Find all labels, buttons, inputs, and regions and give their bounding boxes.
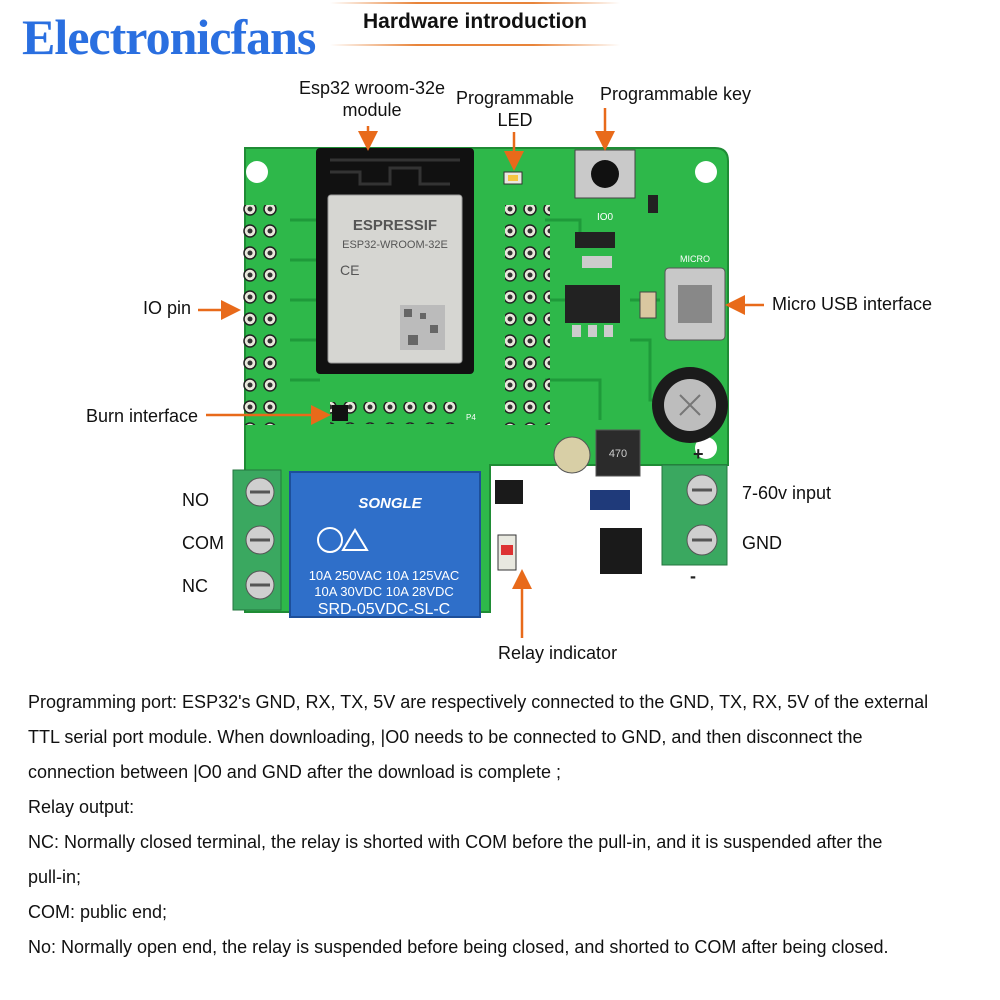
svg-text:470: 470: [609, 448, 627, 460]
svg-text:10A 30VDC 10A 28VDC: 10A 30VDC 10A 28VDC: [314, 584, 453, 599]
mount-hole: [695, 161, 717, 183]
relay-terminal-block: [232, 469, 282, 611]
board-diagram: P4 ESPRESSIF ESP32-WROOM-32E CE IO0 MICR…: [198, 108, 764, 638]
desc-line: NC: Normally closed terminal, the relay …: [28, 832, 883, 852]
svg-text:+: +: [693, 444, 704, 464]
io-pin-header-left: [238, 205, 283, 425]
micro-usb-port: MICRO: [664, 254, 726, 341]
label-burn-interface: Burn interface: [86, 406, 199, 426]
smd-capacitor: [575, 232, 615, 248]
voltage-regulator: [565, 285, 620, 337]
label-com: COM: [182, 533, 224, 553]
desc-line: Programming port: ESP32's GND, RX, TX, 5…: [28, 692, 929, 712]
title-line-bottom: [330, 44, 620, 46]
label-input-voltage: 7-60v input: [742, 483, 832, 503]
svg-text:ESPRESSIF: ESPRESSIF: [353, 217, 437, 234]
svg-text:IO0: IO0: [597, 212, 614, 223]
label-gnd: GND: [742, 533, 782, 553]
label-io-pin: IO pin: [143, 298, 192, 318]
transistor: [495, 480, 523, 504]
title-line-top: [330, 2, 620, 4]
smd-resistor: [648, 195, 658, 213]
electrolytic-capacitor: [652, 367, 728, 443]
brand-logo: Electronicfans: [22, 9, 316, 65]
power-terminal-block: + -: [661, 444, 728, 586]
burn-interface-header: [330, 402, 460, 424]
mount-hole: [246, 161, 268, 183]
svg-text:SRD-05VDC-SL-C: SRD-05VDC-SL-C: [318, 601, 450, 618]
programmable-key-switch: IO0: [574, 149, 636, 223]
svg-text:10A 250VAC 10A 125VAC: 10A 250VAC 10A 125VAC: [309, 568, 460, 583]
page-title: Hardware introduction: [362, 10, 588, 33]
desc-line: pull-in;: [28, 867, 82, 887]
desc-line: COM: public end;: [28, 902, 168, 922]
io-pin-header-right: [505, 205, 550, 425]
diode: [590, 490, 630, 510]
label-programmable-key: Programmable key: [600, 84, 752, 104]
desc-line: connection between |O0 and GND after the…: [28, 762, 561, 782]
desc-line: No: Normally open end, the relay is susp…: [28, 937, 889, 957]
mount-hole: [695, 437, 717, 459]
inductor: [595, 429, 641, 477]
svg-text:MICRO: MICRO: [680, 254, 710, 264]
svg-text:CE: CE: [340, 262, 359, 278]
burn-pin-square: [332, 405, 348, 421]
smd-cap: [639, 291, 657, 319]
svg-text:SONGLE: SONGLE: [358, 495, 422, 512]
desc-line: TTL serial port module. When downloading…: [28, 727, 863, 747]
svg-text:-: -: [690, 566, 696, 586]
buck-ic: [600, 528, 642, 574]
smd-capacitor: [582, 256, 612, 268]
small-capacitor: [553, 436, 591, 474]
svg-text:ESP32-WROOM-32E: ESP32-WROOM-32E: [342, 239, 448, 251]
desc-line: Relay output:: [28, 797, 135, 817]
label-no: NO: [182, 490, 209, 510]
label-nc: NC: [182, 576, 208, 596]
svg-text:P4: P4: [466, 413, 476, 422]
label-micro-usb: Micro USB interface: [772, 294, 933, 314]
relay: SONGLE 10A 250VAC 10A 125VAC 10A 30VDC 1…: [289, 471, 481, 618]
label-relay-indicator: Relay indicator: [498, 643, 618, 663]
esp32-module: ESPRESSIF ESP32-WROOM-32E CE: [316, 148, 474, 374]
